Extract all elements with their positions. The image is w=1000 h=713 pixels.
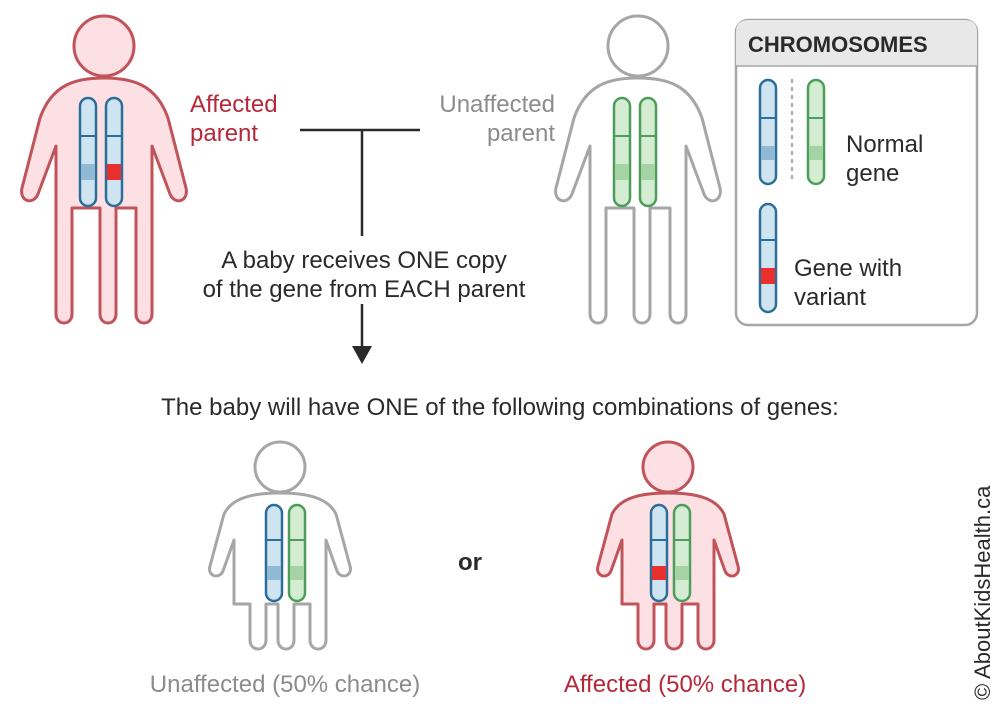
inheritance-note-line-2: of the gene from EACH parent (202, 276, 526, 303)
affected-parent-head (72, 14, 136, 78)
unaffected-child-figure (208, 440, 352, 651)
legend-normal-green-chromosome (806, 78, 826, 186)
legend-normal-label-line-1: Normal (846, 131, 924, 158)
inheritance-note-line-1: A baby receives ONE copy (221, 247, 507, 274)
combinations-heading: The baby will have ONE of the following … (161, 394, 839, 421)
unaffected-parent-label-line-1: Unaffected (439, 91, 555, 118)
legend-variant-label-line-1: Gene with (794, 255, 903, 282)
unaffected-child-green-chromosome (287, 503, 307, 603)
affected-parent-label-line-1: Affected (190, 91, 278, 118)
unaffected-parent-chromosome-1 (612, 96, 632, 208)
affected-outcome-label: Affected (50% chance) (563, 671, 807, 698)
affected-parent-body (20, 76, 188, 325)
legend-normal-blue-chromosome (758, 78, 778, 186)
down-arrow-icon (352, 346, 372, 364)
legend-variant-label-line-2: variant (794, 284, 867, 311)
legend-variant-chromosome (758, 202, 778, 314)
unaffected-parent-label-line-2: parent (486, 120, 555, 147)
affected-parent-figure (20, 14, 188, 325)
unaffected-child-blue-chromosome (264, 503, 284, 603)
unaffected-parent-label: Unaffected parent (439, 90, 555, 148)
legend-title: CHROMOSOMES (748, 32, 928, 57)
affected-parent-label-line-2: parent (190, 120, 259, 147)
unaffected-parent-head (606, 14, 670, 78)
affected-parent-chromosome-variant (104, 96, 124, 208)
legend-variant-label: Gene with variant (794, 254, 902, 312)
legend-normal-label: Normal gene (846, 130, 923, 188)
unaffected-outcome-label: Unaffected (50% chance) (149, 671, 421, 698)
copyright-notice: © AboutKidsHealth.ca (970, 485, 995, 700)
affected-child-green-chromosome (672, 503, 692, 603)
or-connector: or (458, 549, 482, 576)
inheritance-connector (300, 128, 420, 350)
affected-parent-chromosome-normal (78, 96, 98, 208)
legend-normal-label-line-2: gene (846, 160, 900, 187)
unaffected-parent-chromosome-2 (638, 96, 658, 208)
unaffected-parent-body (554, 76, 722, 325)
affected-parent-label: Affected parent (190, 90, 278, 148)
inheritance-note: A baby receives ONE copy of the gene fro… (182, 246, 546, 304)
affected-child-figure (596, 440, 740, 651)
chromosome-legend (734, 18, 979, 327)
affected-child-variant-chromosome (649, 503, 669, 603)
unaffected-parent-figure (554, 14, 722, 325)
